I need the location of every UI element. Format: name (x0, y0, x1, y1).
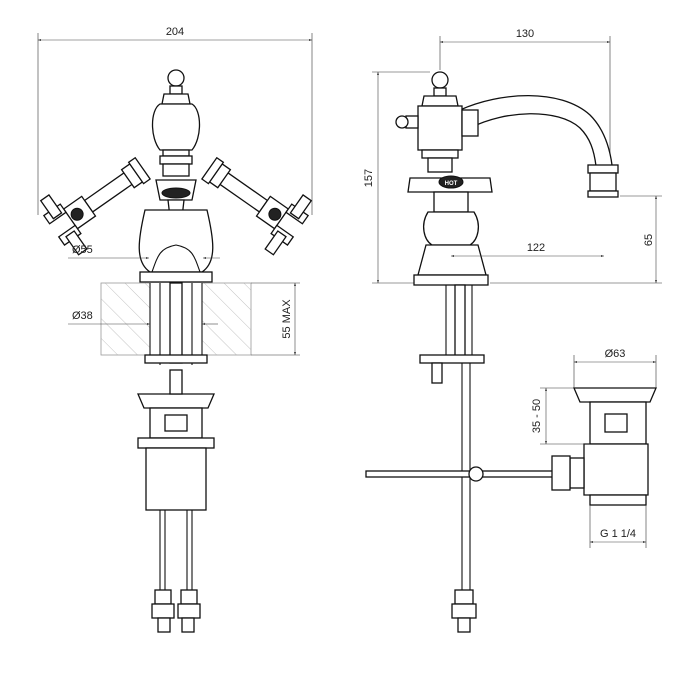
side-shank (419, 284, 485, 595)
dim-height: 157 (363, 71, 430, 284)
mixer-body (138, 209, 214, 283)
front-view: 204 (37, 26, 313, 633)
mounting-shank (144, 282, 208, 365)
side-hoses (451, 589, 477, 633)
dim-width-total: 204 (37, 26, 313, 215)
dim-diameter-38: Ø38 (68, 310, 218, 326)
dim-spout-height: 65 (490, 195, 662, 284)
dim-waste-range: 35 - 50 (531, 387, 590, 445)
top-finial (151, 69, 201, 177)
dim-204-label: 204 (166, 26, 184, 38)
side-view: 130 157 HOT (363, 28, 662, 633)
dim-122-label: 122 (527, 242, 545, 254)
hot-label: HOT (445, 181, 458, 187)
dim-65-label: 65 (643, 234, 655, 246)
left-cross-handle (39, 156, 152, 256)
pop-up-waste (137, 369, 215, 600)
dim-038-label: Ø38 (72, 310, 93, 322)
lift-rod (365, 466, 567, 482)
dim-diameter-63: Ø63 (573, 348, 657, 388)
dim-55max-label: 55 MAX (281, 299, 293, 339)
dim-thread-label: G 1 1/4 (600, 528, 636, 540)
right-cross-handle (200, 156, 313, 256)
dim-spout-offset: 122 (451, 242, 604, 258)
spout (459, 95, 619, 198)
dim-157-label: 157 (363, 169, 375, 187)
dim-063-label: Ø63 (605, 348, 626, 360)
dim-deck-max: 55 MAX (251, 282, 300, 356)
flexible-hoses (151, 510, 201, 633)
dim-spout-reach: 130 (439, 28, 611, 160)
dim-055-label: Ø55 (72, 244, 93, 256)
dim-130-label: 130 (516, 28, 534, 40)
side-body: HOT (395, 71, 493, 286)
dim-35-50-label: 35 - 50 (531, 399, 543, 433)
waste-fitting (551, 387, 657, 506)
dim-diameter-55: Ø55 (68, 244, 220, 260)
dim-thread: G 1 1/4 (589, 505, 647, 548)
